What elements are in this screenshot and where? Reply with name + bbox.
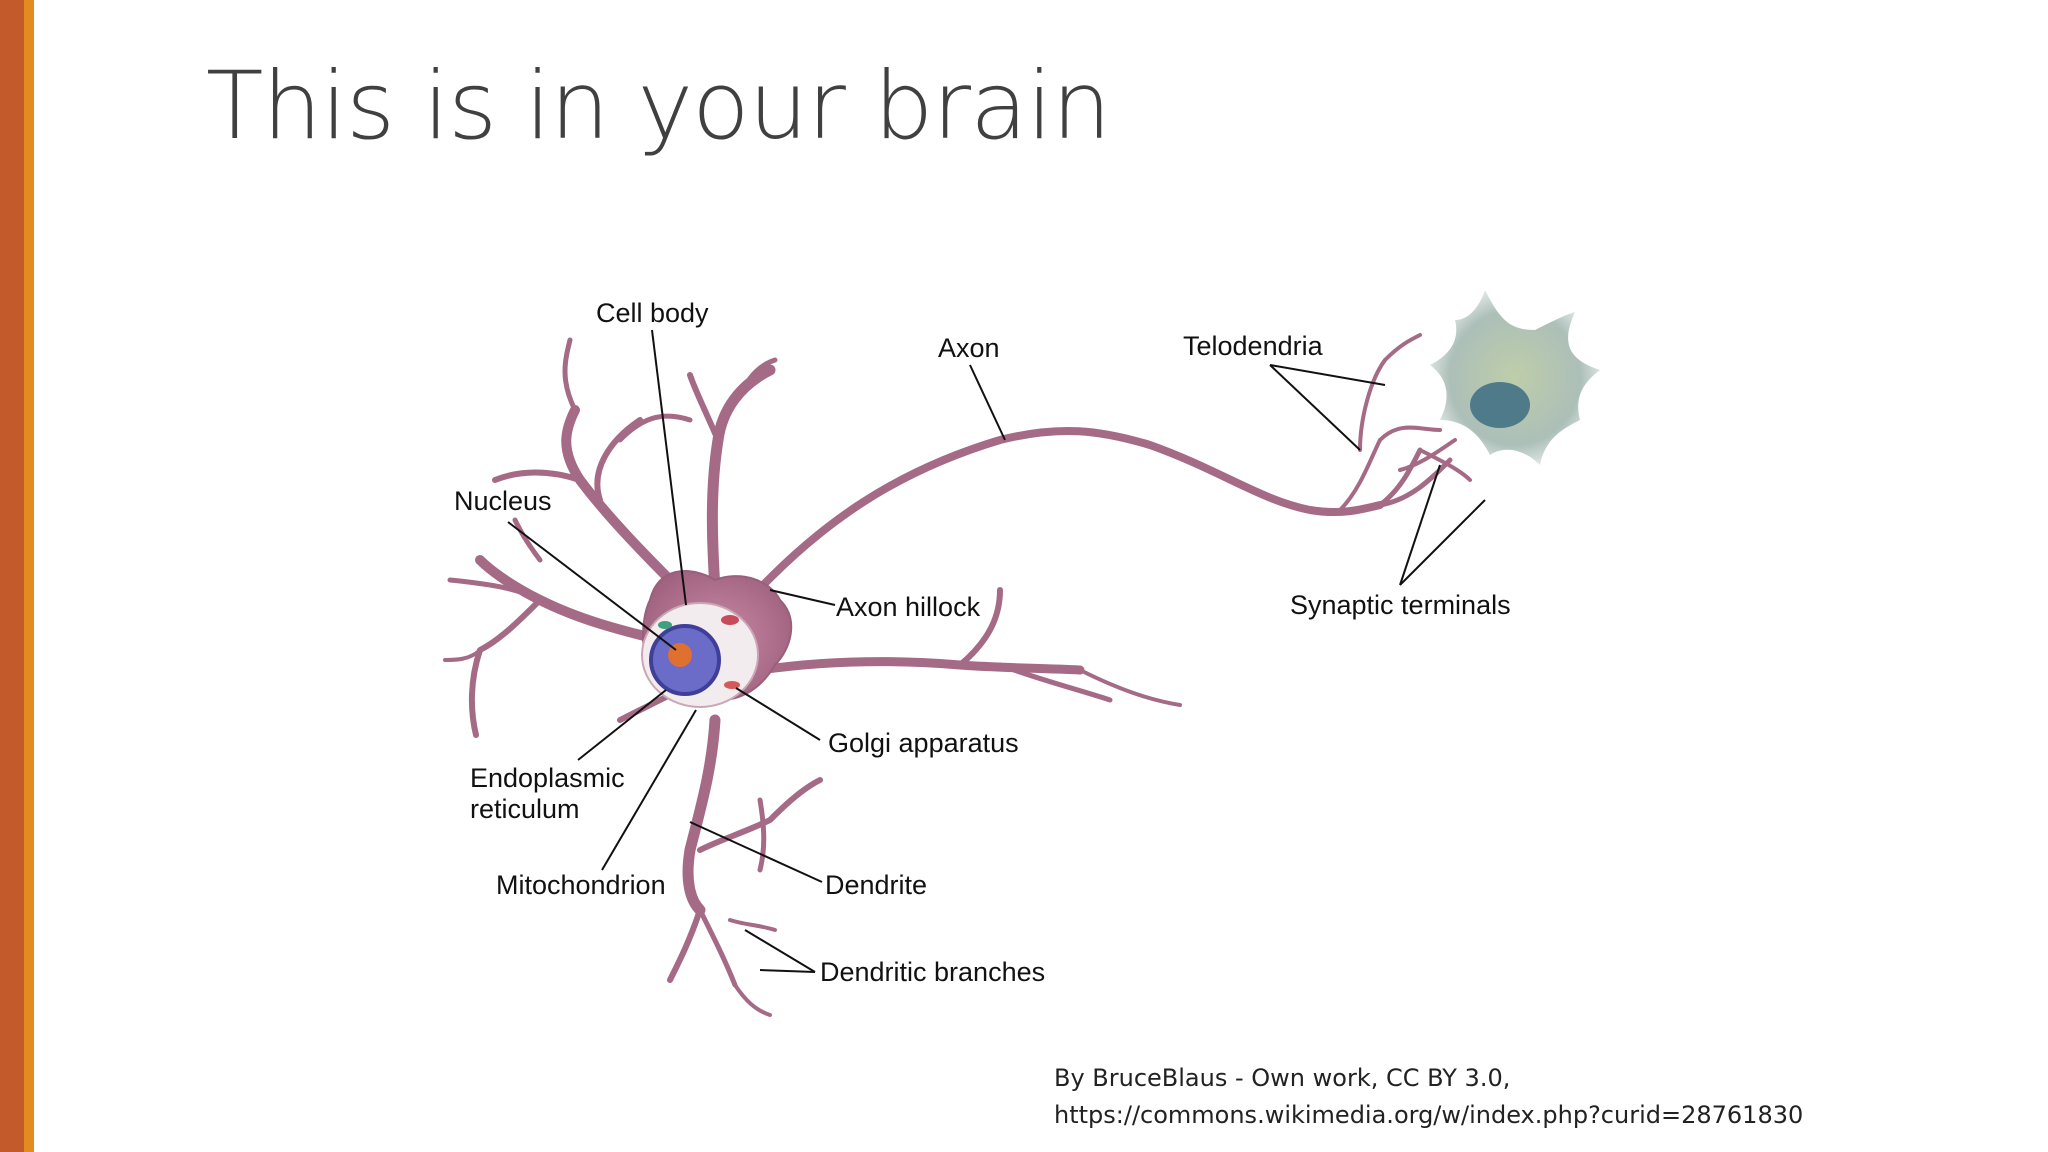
nucleus-shape [651, 626, 719, 694]
golgi-shape [724, 681, 740, 689]
target-cell-nucleus [1470, 382, 1530, 428]
label-endoplasmic-line2: reticulum [470, 794, 580, 824]
label-synaptic-terminals: Synaptic terminals [1290, 590, 1511, 620]
label-cell-body: Cell body [596, 298, 709, 328]
credit-line-author: By BruceBlaus - Own work, CC BY 3.0, [1054, 1060, 1803, 1097]
label-endoplasmic-line1: Endoplasmic [470, 763, 625, 793]
credit-line-url[interactable]: https://commons.wikimedia.org/w/index.ph… [1054, 1097, 1803, 1134]
label-dendrite: Dendrite [825, 870, 927, 900]
label-nucleus: Nucleus [454, 486, 552, 516]
mitochondrion-shape [721, 615, 739, 625]
er-organelle [658, 621, 672, 629]
label-axon-hillock: Axon hillock [836, 592, 981, 622]
label-dendritic-branches: Dendritic branches [820, 957, 1045, 987]
label-telodendria: Telodendria [1183, 331, 1324, 361]
label-mitochondrion: Mitochondrion [496, 870, 666, 900]
image-credit: By BruceBlaus - Own work, CC BY 3.0, htt… [1054, 1060, 1803, 1134]
label-golgi-apparatus: Golgi apparatus [828, 728, 1019, 758]
neuron-illustration [445, 335, 1470, 1015]
label-axon: Axon [938, 333, 1000, 363]
